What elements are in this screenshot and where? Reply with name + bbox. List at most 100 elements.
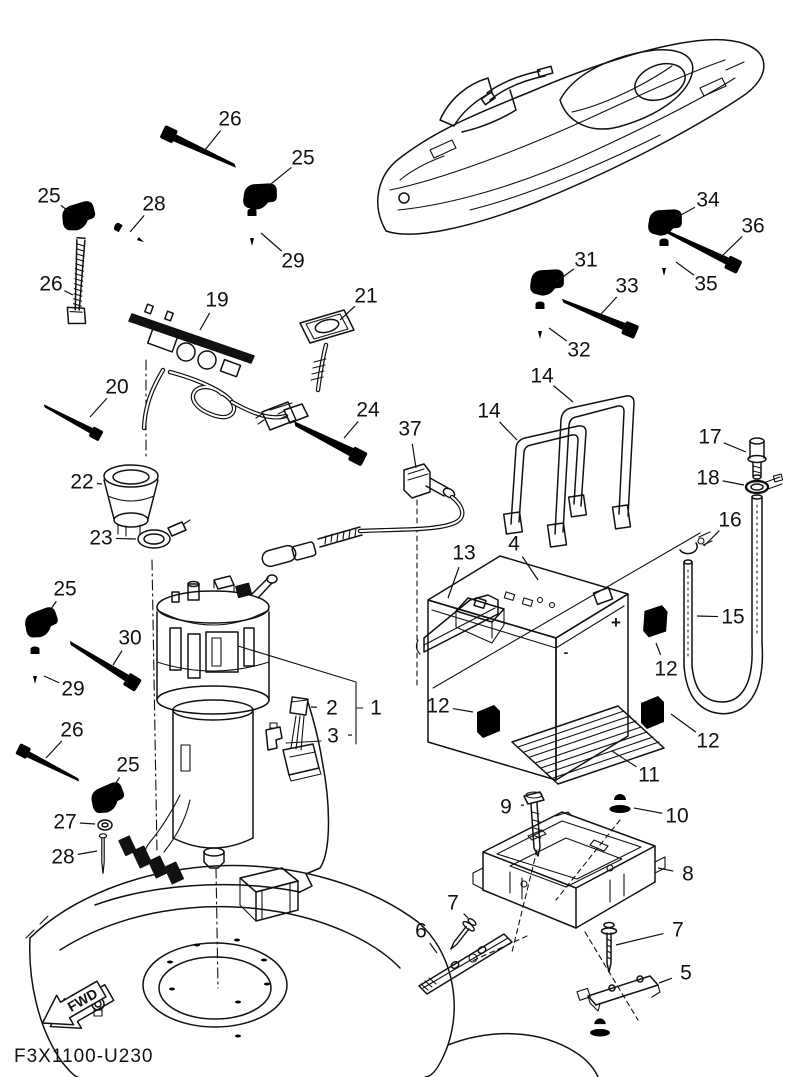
callout-label-33: 33 xyxy=(615,275,638,298)
diagram-code: F3X1100-U230 xyxy=(14,1046,153,1067)
callout-label-2: 2 xyxy=(326,697,338,720)
callout-layer: 26 25 25 28 29 26 34 36 31 33 35 3 2 19 21 20 24 37 14 14 17… xyxy=(37,108,764,985)
callout-leader-6 xyxy=(429,942,438,954)
callout-label-14: 14 xyxy=(530,365,554,388)
callout-label-25: 25 xyxy=(291,147,314,170)
callout-label-6: 6 xyxy=(415,920,427,943)
battery-drawing: + - xyxy=(427,555,629,781)
jetski-overview-drawing xyxy=(377,38,765,235)
funnel-drawing xyxy=(103,464,159,537)
box-bolt-drawing xyxy=(523,791,545,857)
callout-leader-15 xyxy=(696,615,719,618)
callout-label-9: 9 xyxy=(500,796,512,819)
callout-leader-30 xyxy=(112,650,123,666)
battery-mat-drawing xyxy=(511,705,665,785)
callout-leader-25 xyxy=(265,166,292,189)
callout-label-26: 26 xyxy=(218,108,241,131)
callout-label-22: 22 xyxy=(70,471,93,494)
assembly-axis-lines xyxy=(145,359,701,989)
callout-leader-25 xyxy=(60,204,73,215)
callout-label-25: 25 xyxy=(116,754,139,777)
callout-leader-11 xyxy=(611,750,637,768)
callout-leader-36 xyxy=(721,236,743,257)
callout-leader-27 xyxy=(79,822,96,825)
callout-label-27: 27 xyxy=(53,811,76,834)
callout-leader-4 xyxy=(521,556,539,581)
callout-leader-5 xyxy=(658,977,673,984)
callout-label-4: 4 xyxy=(508,533,520,556)
callout-leader-12 xyxy=(655,642,662,656)
meter-assembly-drawing xyxy=(128,303,309,431)
callout-label-21: 21 xyxy=(354,285,377,308)
callout-label-28: 28 xyxy=(51,846,74,869)
callout-leader-24 xyxy=(343,420,359,439)
callout-leader-12 xyxy=(452,707,474,713)
lower-brackets-drawing xyxy=(418,918,661,1037)
battery-bracket-drawing xyxy=(415,594,499,655)
cushion-pads-drawing xyxy=(477,604,668,738)
callout-leader-32 xyxy=(548,327,568,342)
callout-label-20: 20 xyxy=(105,376,128,399)
callout-label-29: 29 xyxy=(281,250,304,273)
callout-leader-7 xyxy=(615,932,664,946)
callout-leader-37 xyxy=(411,443,417,469)
callout-label-15: 15 xyxy=(721,606,744,629)
callout-leader-22 xyxy=(96,482,103,485)
callout-leader-29 xyxy=(43,675,60,684)
callout-label-12: 12 xyxy=(654,658,677,681)
callout-label-24: 24 xyxy=(356,399,380,422)
callout-leader-34 xyxy=(671,206,696,221)
callout-leader-23 xyxy=(115,537,137,540)
callout-label-18: 18 xyxy=(696,467,719,490)
callout-label-10: 10 xyxy=(665,805,688,828)
callout-label-25: 25 xyxy=(37,185,60,208)
clamps-and-ties-drawing xyxy=(15,124,743,875)
callout-leader-19 xyxy=(199,312,211,331)
callout-label-31: 31 xyxy=(574,249,597,272)
callout-label-35: 35 xyxy=(694,273,717,296)
callout-leader-7 xyxy=(463,913,470,920)
callout-label-37: 37 xyxy=(398,418,421,441)
callout-label-36: 36 xyxy=(741,215,764,238)
callout-leader-14 xyxy=(553,385,574,403)
callout-leader-12 xyxy=(670,713,697,733)
callout-leader-29 xyxy=(260,232,283,252)
callout-label-30: 30 xyxy=(118,627,141,650)
callout-label-7: 7 xyxy=(447,892,459,915)
callout-label-28: 28 xyxy=(142,193,165,216)
callout-label-34: 34 xyxy=(696,189,720,212)
battery-negative-mark: - xyxy=(564,644,569,660)
callout-leader-28 xyxy=(77,850,98,855)
callout-label-26: 26 xyxy=(39,273,62,296)
callout-leader-16 xyxy=(703,530,720,547)
callout-leader-18 xyxy=(722,480,745,486)
callout-leader-21 xyxy=(339,305,356,321)
callout-label-8: 8 xyxy=(682,863,694,886)
callout-leader-25 xyxy=(108,777,121,794)
breather-tube-drawing xyxy=(679,437,784,715)
callout-label-16: 16 xyxy=(718,509,741,532)
callout-label-19: 19 xyxy=(205,289,228,312)
callout-leader-20 xyxy=(89,397,108,418)
callout-leader-31 xyxy=(555,268,575,283)
callout-leader-13 xyxy=(447,566,460,599)
callout-leader-10 xyxy=(633,807,663,814)
callout-label-17: 17 xyxy=(698,426,721,449)
callout-label-11: 11 xyxy=(638,764,660,787)
callout-label-29: 29 xyxy=(61,678,84,701)
battery-box-drawing xyxy=(469,811,666,1021)
battery-straps-drawing xyxy=(502,395,635,548)
callout-leader-35 xyxy=(675,261,695,276)
callout-label-12: 12 xyxy=(426,695,449,718)
callout-leader-28 xyxy=(129,214,145,233)
callout-leader-26 xyxy=(204,130,222,151)
callout-label-5: 5 xyxy=(680,962,692,985)
leader-layer xyxy=(43,130,747,984)
fuel-pump-drawing xyxy=(118,574,364,922)
callout-label-14: 14 xyxy=(477,400,501,423)
callout-label-3: 3 xyxy=(327,725,339,748)
callout-leader-26 xyxy=(45,740,63,759)
callout-label-23: 23 xyxy=(89,527,112,550)
